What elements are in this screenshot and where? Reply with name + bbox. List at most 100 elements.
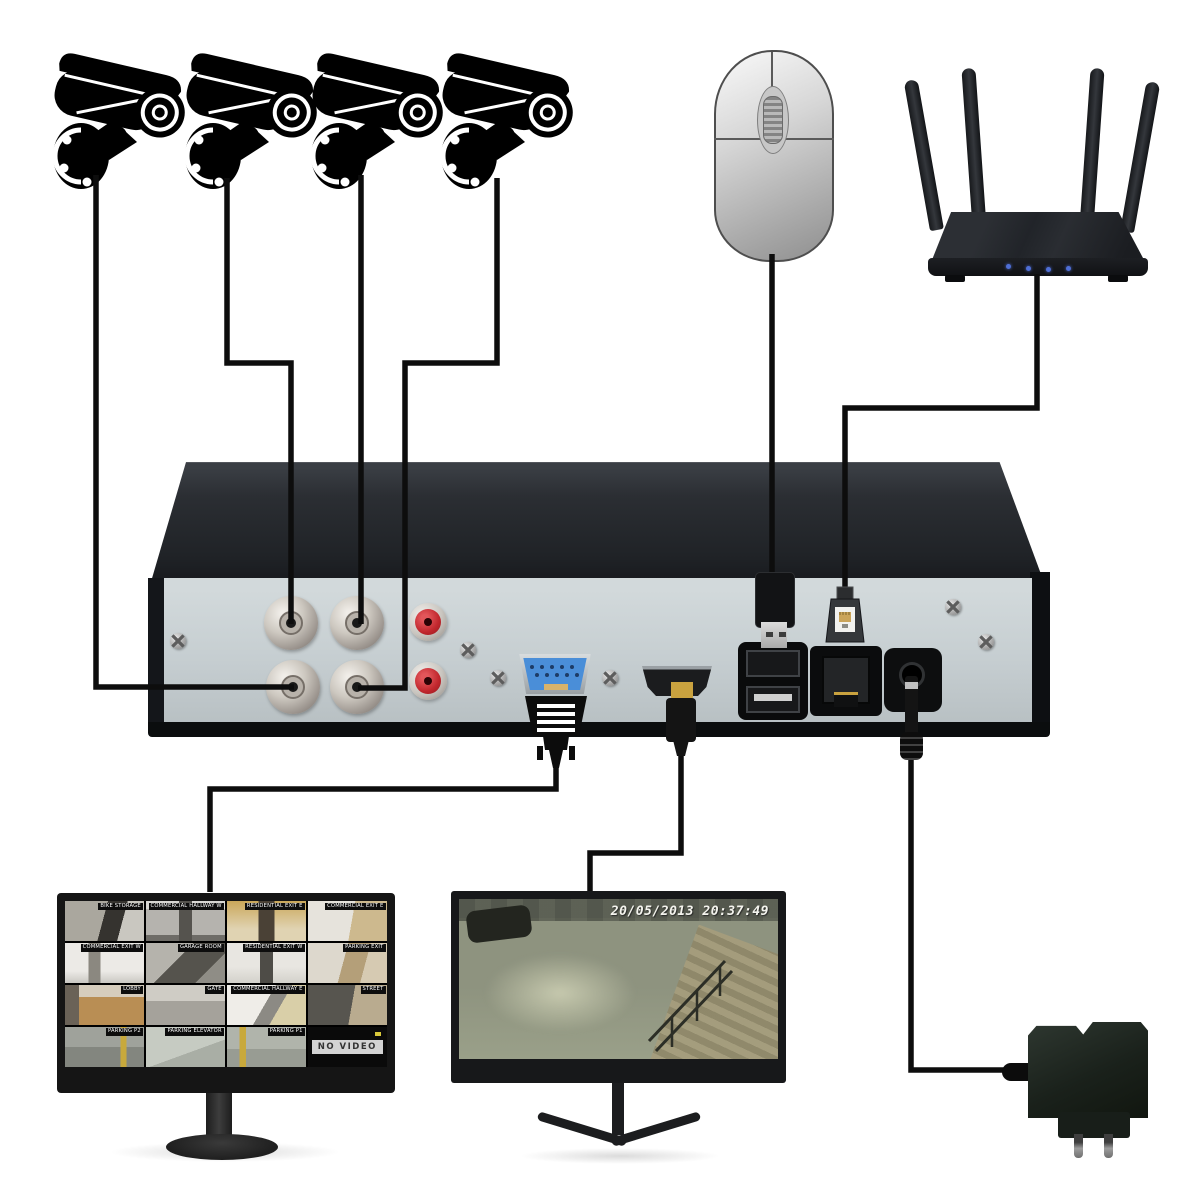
grid-cell: PARKING EXIT <box>307 942 387 984</box>
hdmi-plug-icon <box>671 682 693 700</box>
cell-label: COMMERCIAL EXIT E <box>325 902 386 911</box>
vga-connector-icon <box>525 696 587 768</box>
screw-icon-4 <box>602 670 618 686</box>
bnc-port-icon-2 <box>330 596 384 650</box>
ethernet-plug-icon <box>825 586 865 643</box>
rca-port-icon-2 <box>409 662 447 700</box>
vga-pins <box>530 665 534 669</box>
no-video-label: NO VIDEO <box>311 1039 383 1054</box>
usb-plug-icon <box>755 572 795 628</box>
router-antenna-2 <box>961 67 986 221</box>
cell-label: BIKE STORAGE <box>98 902 143 911</box>
timestamp-overlay: 20/05/2013 20:37:49 <box>610 904 769 919</box>
screw-icon-1 <box>170 633 186 649</box>
monitor-single-shadow <box>520 1148 720 1164</box>
bnc-port-icon-1 <box>264 596 318 650</box>
cell-label: GATE <box>205 986 224 995</box>
power-adapter-barrel <box>1002 1063 1032 1081</box>
grid-cell: COMMERCIAL EXIT W <box>65 942 145 984</box>
usb-port-top <box>746 650 800 677</box>
cell-label: PARKING EXIT <box>343 944 386 953</box>
cell-label: COMMERCIAL HALLWAY W <box>148 902 224 911</box>
cable-hdmi-to-monitor-single <box>587 748 684 892</box>
dc-plug-strain-relief <box>900 732 923 760</box>
screw-icon-2 <box>460 642 476 658</box>
grid-cell: COMMERCIAL HALLWAY E <box>226 984 307 1026</box>
usb-port-tongue <box>754 694 792 701</box>
bnc-port-icon-3 <box>266 660 320 714</box>
power-prong-right <box>1104 1134 1113 1158</box>
router-antenna-1 <box>903 79 944 232</box>
router-led-1 <box>1006 264 1011 269</box>
monitor-single-leg-right <box>610 1111 702 1147</box>
dc-plug-icon <box>905 676 918 736</box>
power-adapter-body <box>1028 1022 1148 1118</box>
cell-label: RESIDENTIAL EXIT W <box>243 944 305 953</box>
router-body <box>932 212 1144 260</box>
power-adapter-plug-base <box>1058 1112 1130 1138</box>
vga-port-tab <box>544 684 568 690</box>
grid-cell-no-video: NO VIDEO <box>307 1026 387 1067</box>
router-antenna-3 <box>1080 67 1105 221</box>
router-led-2 <box>1026 266 1031 271</box>
cell-label: LOBBY <box>121 986 143 995</box>
bnc-port-icon-4 <box>330 660 384 714</box>
rca-port-icon-1 <box>409 603 447 641</box>
cctv-camera-icon-4 <box>436 48 578 198</box>
power-prong-left <box>1074 1134 1083 1158</box>
screw-icon-3 <box>490 670 506 686</box>
scene-light-patch <box>485 954 635 1032</box>
hdmi-plug-body <box>666 698 696 742</box>
grid-cell: STREET <box>307 984 387 1026</box>
scene-railing <box>647 959 734 1053</box>
grid-cell: COMMERCIAL EXIT E <box>307 901 387 942</box>
mouse-scroll-wheel <box>763 96 783 144</box>
cell-label: STREET <box>360 986 386 995</box>
cell-label: GARAGE ROOM <box>177 944 224 953</box>
cell-label: PARKING ELEVATOR <box>165 1028 224 1036</box>
cell-label: RESIDENTIAL EXIT E <box>244 902 305 911</box>
usb-plug-hole-2 <box>779 632 786 637</box>
cell-label: PARKING P1 <box>267 1028 305 1036</box>
cable-vga-to-monitor-grid <box>207 744 559 892</box>
grid-cell: PARKING ELEVATOR <box>145 1026 226 1067</box>
monitor-single-screen: 20/05/2013 20:37:49 <box>459 899 778 1059</box>
ethernet-port-pins <box>834 692 858 707</box>
usb-plug-hole-1 <box>766 632 773 637</box>
grid-cell: PARKING P1 <box>226 1026 307 1067</box>
monitor-grid-screen: BIKE STORAGE COMMERCIAL HALLWAY W RESIDE… <box>65 901 387 1067</box>
cell-label: COMMERCIAL EXIT W <box>80 944 143 953</box>
screw-icon-6 <box>978 634 994 650</box>
monitor-grid-base <box>166 1134 278 1160</box>
cell-label: PARKING P2 <box>106 1028 143 1036</box>
screw-icon-5 <box>945 599 961 615</box>
router-foot-right <box>1108 275 1128 282</box>
grid-cell: RESIDENTIAL EXIT E <box>226 901 307 942</box>
hdmi-plug-strain-relief <box>673 740 689 756</box>
grid-cell: RESIDENTIAL EXIT W <box>226 942 307 984</box>
cctv-camera-icon-2 <box>180 48 322 198</box>
dvr-top-panel <box>151 462 1043 579</box>
grid-cell: LOBBY <box>65 984 145 1026</box>
grid-cell: BIKE STORAGE <box>65 901 145 942</box>
cctv-camera-icon-1 <box>48 48 190 198</box>
no-video-indicator <box>375 1031 381 1036</box>
mouse-body <box>714 50 834 262</box>
grid-cell: COMMERCIAL HALLWAY W <box>145 901 226 942</box>
router-antenna-4 <box>1120 81 1161 234</box>
dc-plug-collar <box>905 682 918 689</box>
cctv-camera-icon-3 <box>306 48 448 198</box>
cable-dc-to-power-adapter <box>908 758 1004 1073</box>
monitor-single-stand <box>612 1083 624 1135</box>
dvr-bottom-edge <box>148 722 1050 737</box>
grid-cell: PARKING P2 <box>65 1026 145 1067</box>
router-front-panel <box>928 258 1148 276</box>
router-foot-left <box>945 275 965 282</box>
router-led-3 <box>1046 267 1051 272</box>
grid-cell: GATE <box>145 984 226 1026</box>
cell-label: COMMERCIAL HALLWAY E <box>231 986 305 995</box>
router-led-4 <box>1066 266 1071 271</box>
dvr-right-edge <box>1030 572 1050 734</box>
scene-wall <box>459 899 778 922</box>
